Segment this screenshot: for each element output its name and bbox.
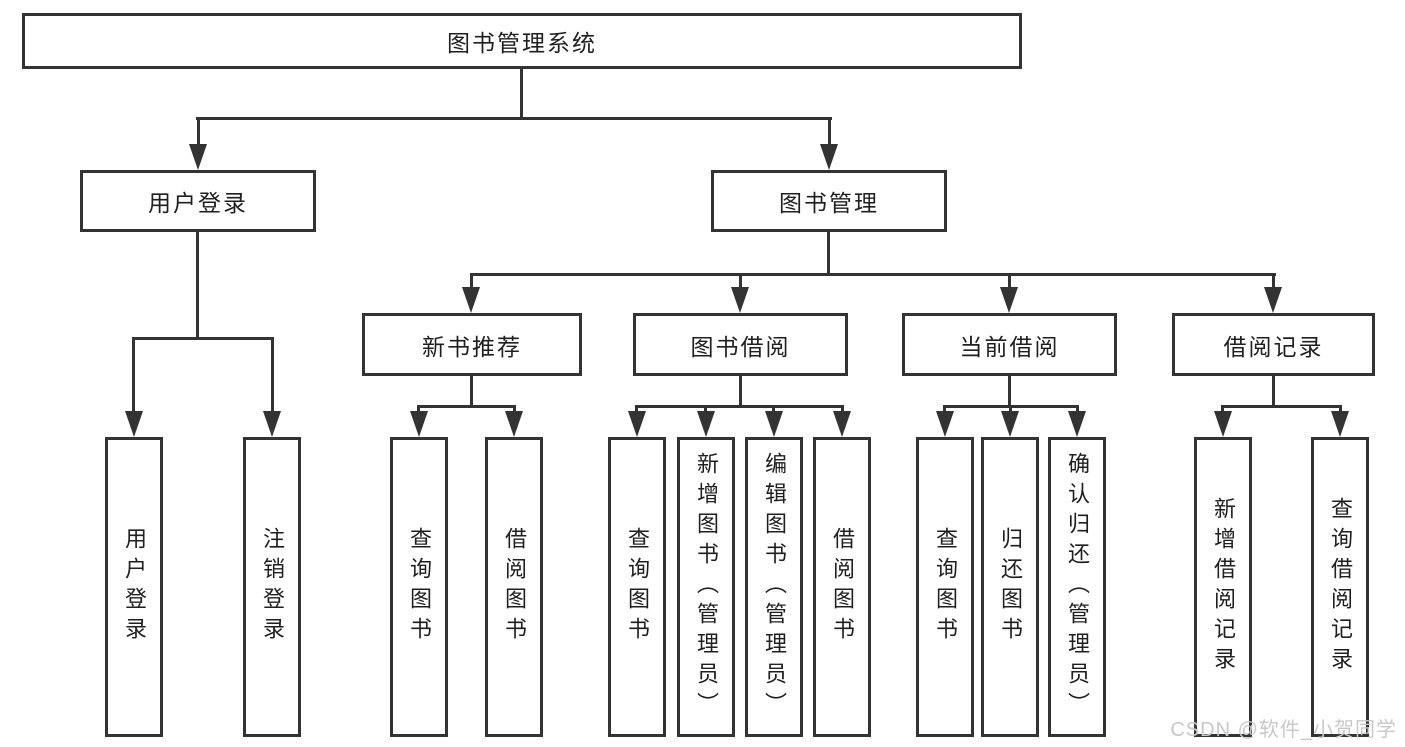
node-label: 归还图书 bbox=[998, 527, 1023, 647]
arrow-down-icon bbox=[1264, 287, 1282, 313]
leaf-user-login: 用户登录 bbox=[105, 437, 163, 737]
node-label: 新书推荐 bbox=[422, 333, 522, 360]
leaf-borrow-books-2: 借阅图书 bbox=[813, 437, 871, 737]
node-label: 图书管理系统 bbox=[447, 30, 597, 56]
arrow-stem bbox=[1008, 273, 1011, 290]
node-label: 借阅记录 bbox=[1223, 333, 1324, 360]
arrow-down-icon bbox=[125, 411, 143, 437]
connector-borrow-records-children bbox=[1221, 405, 1342, 408]
leaf-edit-books-admin: 编辑图书（管理员） bbox=[745, 437, 803, 737]
arrow-down-icon bbox=[410, 411, 428, 437]
arrow-down-icon bbox=[462, 287, 480, 313]
node-label: 查询图书 bbox=[933, 527, 958, 647]
arrow-stem bbox=[635, 405, 638, 414]
arrow-stem bbox=[739, 273, 742, 290]
arrow-stem bbox=[1009, 405, 1012, 414]
csdn-watermark: CSDN @软件_小贺同学 bbox=[1170, 719, 1397, 741]
leaf-logout: 注销登录 bbox=[243, 437, 301, 737]
arrow-down-icon bbox=[1214, 411, 1232, 437]
connector-book-mgmt-stem bbox=[827, 232, 830, 275]
node-book-management: 图书管理 bbox=[711, 170, 947, 232]
node-borrow-records: 借阅记录 bbox=[1172, 313, 1375, 376]
leaf-borrow-books-1: 借阅图书 bbox=[485, 437, 543, 737]
connector-current-borrow-stem bbox=[1008, 376, 1011, 407]
arrow-down-icon bbox=[1000, 287, 1018, 313]
arrow-down-icon bbox=[833, 411, 851, 437]
node-new-book-recommend: 新书推荐 bbox=[362, 313, 582, 376]
arrow-stem bbox=[772, 405, 775, 414]
arrow-stem bbox=[470, 273, 473, 290]
arrow-down-icon bbox=[765, 411, 783, 437]
node-label: 用户登录 bbox=[148, 190, 248, 216]
arrow-stem bbox=[1221, 405, 1224, 414]
connector-root-stem bbox=[520, 69, 523, 119]
node-label: 当前借阅 bbox=[959, 333, 1060, 360]
node-label: 借阅图书 bbox=[830, 527, 855, 647]
arrow-down-icon bbox=[1068, 411, 1086, 437]
node-root-system: 图书管理系统 bbox=[22, 13, 1022, 69]
node-label: 编辑图书（管理员） bbox=[762, 452, 787, 722]
arrow-stem bbox=[1339, 405, 1342, 414]
arrow-stem bbox=[513, 405, 516, 414]
node-label: 用户登录 bbox=[122, 527, 147, 647]
arrow-stem bbox=[841, 405, 844, 414]
leaf-query-books-1: 查询图书 bbox=[390, 437, 448, 737]
arrow-stem bbox=[828, 117, 831, 147]
arrow-down-icon bbox=[731, 287, 749, 313]
node-user-login: 用户登录 bbox=[80, 170, 316, 232]
leaf-query-books-2: 查询图书 bbox=[608, 437, 666, 737]
node-label: 新增图书（管理员） bbox=[694, 452, 719, 722]
connector-book-borrow-children bbox=[635, 405, 844, 408]
arrow-down-icon bbox=[820, 144, 838, 170]
node-label: 图书管理 bbox=[779, 190, 879, 216]
arrow-down-icon bbox=[628, 411, 646, 437]
connector-book-borrow-stem bbox=[739, 376, 742, 407]
node-label: 借阅图书 bbox=[502, 527, 527, 647]
arrow-stem bbox=[943, 405, 946, 414]
arrow-stem bbox=[417, 405, 420, 414]
arrow-down-icon bbox=[505, 411, 523, 437]
node-label: 确认归还（管理员） bbox=[1065, 452, 1090, 722]
arrow-down-icon bbox=[697, 411, 715, 437]
leaf-query-books-3: 查询图书 bbox=[916, 437, 974, 737]
connector-user-login-children bbox=[132, 337, 274, 340]
node-current-borrow: 当前借阅 bbox=[902, 313, 1117, 376]
arrow-stem bbox=[1076, 405, 1079, 414]
connector-user-login-stem bbox=[196, 232, 199, 339]
leaf-add-borrow-record: 新增借阅记录 bbox=[1194, 437, 1252, 737]
node-label: 新增借阅记录 bbox=[1211, 497, 1236, 677]
connector-new-book-children bbox=[417, 405, 516, 408]
arrow-down-icon bbox=[1331, 411, 1349, 437]
arrow-down-icon bbox=[936, 411, 954, 437]
arrow-stem bbox=[132, 337, 135, 414]
leaf-add-books-admin: 新增图书（管理员） bbox=[677, 437, 735, 737]
node-label: 图书借阅 bbox=[690, 333, 791, 360]
arrow-down-icon bbox=[1001, 411, 1019, 437]
leaf-return-books: 归还图书 bbox=[981, 437, 1039, 737]
connector-level2 bbox=[470, 273, 1276, 276]
node-book-borrow: 图书借阅 bbox=[633, 313, 848, 376]
arrow-stem bbox=[271, 337, 274, 414]
arrow-stem bbox=[704, 405, 707, 414]
connector-new-book-stem bbox=[470, 376, 473, 407]
node-label: 查询图书 bbox=[407, 527, 432, 647]
leaf-confirm-return-admin: 确认归还（管理员） bbox=[1048, 437, 1106, 737]
arrow-stem bbox=[197, 117, 200, 147]
node-label: 查询图书 bbox=[625, 527, 650, 647]
connector-borrow-records-stem bbox=[1272, 376, 1275, 407]
node-label: 查询借阅记录 bbox=[1328, 497, 1353, 677]
leaf-query-borrow-record: 查询借阅记录 bbox=[1311, 437, 1369, 737]
connector-level1 bbox=[196, 117, 832, 120]
node-label: 注销登录 bbox=[260, 527, 285, 647]
arrow-down-icon bbox=[189, 144, 207, 170]
arrow-down-icon bbox=[263, 411, 281, 437]
arrow-stem bbox=[1272, 273, 1275, 290]
